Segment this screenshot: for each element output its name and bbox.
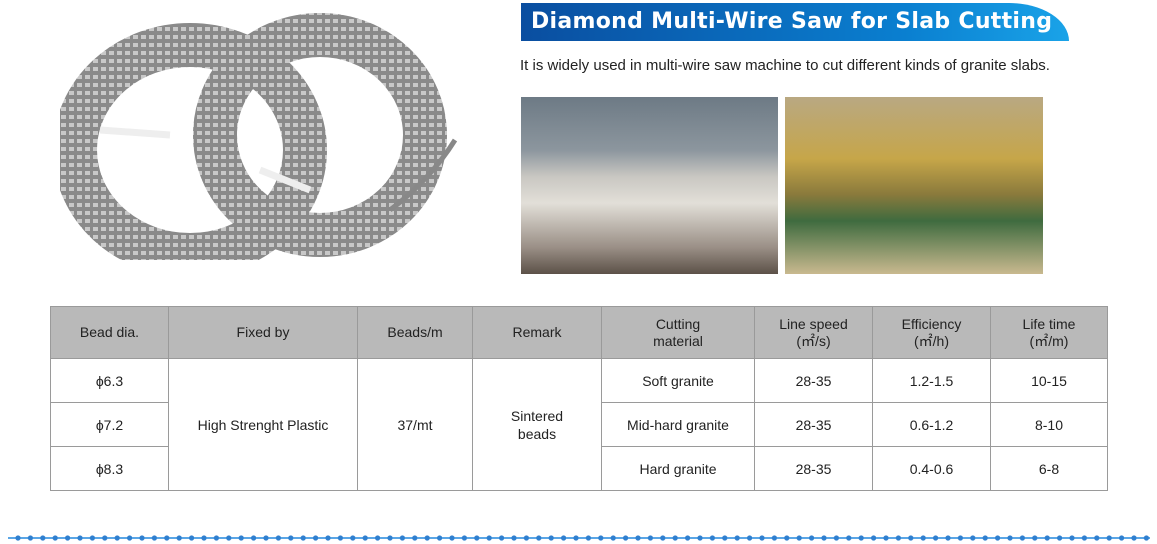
cutting-material: Hard granite (601, 446, 755, 491)
line-speed: 28-35 (754, 446, 873, 491)
title-banner: Diamond Multi-Wire Saw for Slab Cutting (521, 3, 1069, 41)
efficiency: 0.6-1.2 (872, 402, 991, 447)
table-row: ϕ6.3 High Strenght Plastic 37/mt Sintere… (50, 358, 1108, 491)
bead-dia: ϕ7.2 (50, 402, 169, 447)
remark: Sintered beads (472, 358, 602, 491)
subtitle: It is widely used in multi-wire saw mach… (520, 57, 1050, 74)
wire-saw-coils-image (60, 13, 458, 260)
bead-dia: ϕ6.3 (50, 358, 169, 403)
life-time: 10-15 (990, 358, 1108, 403)
dotted-divider (8, 533, 1150, 543)
header-fixed-by: Fixed by (168, 306, 358, 359)
beads-per-m: 37/mt (357, 358, 473, 491)
line-speed: 28-35 (754, 402, 873, 447)
header-life-time: Life time (㎡/m) (990, 306, 1108, 359)
fixed-by: High Strenght Plastic (168, 358, 358, 491)
efficiency: 0.4-0.6 (872, 446, 991, 491)
header-cutting-material: Cutting material (601, 306, 755, 359)
efficiency: 1.2-1.5 (872, 358, 991, 403)
header-beads-per-m: Beads/m (357, 306, 473, 359)
spec-table: Bead dia. Fixed by Beads/m Remark Cuttin… (50, 306, 1108, 491)
header-remark: Remark (472, 306, 602, 359)
machine-photo-2 (785, 97, 1043, 274)
header-bead-dia: Bead dia. (50, 306, 169, 359)
header-efficiency: Efficiency (㎡/h) (872, 306, 991, 359)
line-speed: 28-35 (754, 358, 873, 403)
machine-photo-1 (521, 97, 778, 274)
life-time: 6-8 (990, 446, 1108, 491)
bead-dia: ϕ8.3 (50, 446, 169, 491)
table-header-row: Bead dia. Fixed by Beads/m Remark Cuttin… (50, 306, 1108, 359)
table-row: ϕ7.2 Mid-hard granite 28-35 0.6-1.2 8-10 (50, 402, 1108, 447)
cutting-material: Mid-hard granite (601, 402, 755, 447)
cutting-material: Soft granite (601, 358, 755, 403)
header-line-speed: Line speed (㎡/s) (754, 306, 873, 359)
table-row: ϕ8.3 Hard granite 28-35 0.4-0.6 6-8 (50, 446, 1108, 491)
life-time: 8-10 (990, 402, 1108, 447)
